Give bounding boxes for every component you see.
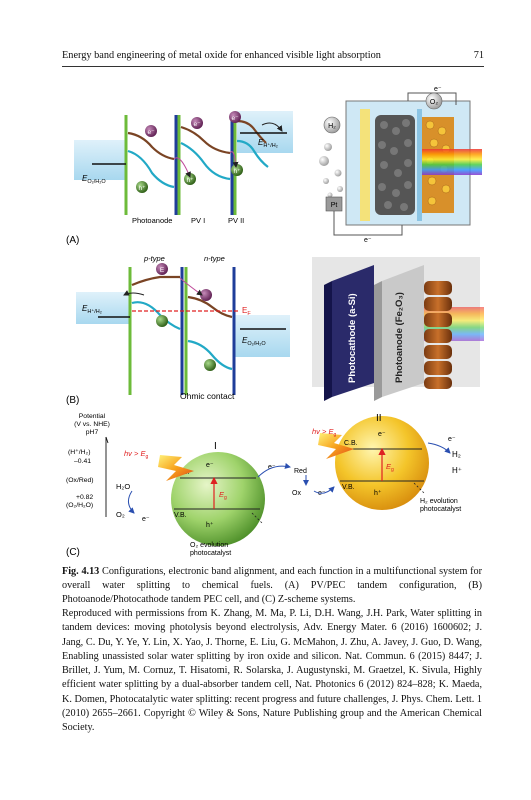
- svg-text:+0.82: +0.82: [76, 494, 93, 501]
- panel-b-label: (B): [66, 395, 79, 406]
- svg-text:Ox: Ox: [292, 490, 301, 497]
- panel-a-pv2-label: PV II: [228, 216, 244, 225]
- svg-text:h⁺: h⁺: [233, 168, 240, 175]
- svg-text:V.B.: V.B.: [174, 512, 187, 519]
- svg-text:e⁻: e⁻: [231, 115, 238, 122]
- panel-b-ef-label: EF: [242, 306, 251, 317]
- svg-text:e⁻: e⁻: [193, 121, 200, 128]
- svg-text:–0.41: –0.41: [74, 458, 91, 465]
- panel-c-roman-2: II: [376, 413, 382, 424]
- panel-a-o2-label: O₂: [430, 99, 438, 106]
- svg-text:h⁺: h⁺: [138, 185, 145, 192]
- panel-b-hole: [204, 359, 216, 371]
- svg-text:H⁺: H⁺: [452, 466, 462, 475]
- panel-b-ptype-label: p-type: [143, 254, 165, 263]
- svg-text:e⁻: e⁻: [206, 462, 214, 469]
- panel-c-potential-label: Potential: [79, 413, 106, 420]
- panel-c-z-scheme: Potential (V vs. NHE) pH7 (H⁺/H₂) –0.41 …: [66, 413, 462, 558]
- panel-c-o2-photocatalyst: [171, 452, 265, 546]
- svg-text:e⁻: e⁻: [448, 436, 456, 443]
- svg-text:O₂: O₂: [116, 510, 125, 519]
- svg-text:C.B.: C.B.: [344, 440, 358, 447]
- svg-text:hv > Eg: hv > Eg: [124, 449, 148, 460]
- panel-b-photoanode-label: Photoanode (Fe₂O₃): [394, 292, 405, 383]
- svg-text:O₂ evolution: O₂ evolution: [190, 542, 228, 549]
- svg-text:(O₂/H₂O): (O₂/H₂O): [66, 502, 93, 509]
- svg-text:H₂: H₂: [452, 450, 461, 459]
- panel-b-ohmic-label: Ohmic contact: [180, 391, 235, 401]
- panel-a-h2-label: H₂: [328, 123, 336, 130]
- panel-b-band-diagram: p-type n-type EF EH⁺/H₂ EO₂/H₂O E Ohmic …: [66, 254, 290, 406]
- svg-text:e⁻: e⁻: [378, 431, 386, 438]
- svg-text:hv > Eg: hv > Eg: [312, 427, 336, 438]
- svg-text:e⁻: e⁻: [147, 129, 154, 136]
- figure-credit: Reproduced with permissions from K. Zhan…: [62, 608, 482, 734]
- figure-caption-label: Fig. 4.13: [62, 566, 100, 577]
- panel-a-wire-electron: e⁻: [364, 237, 372, 244]
- panel-a-device: e⁻ e⁻ H₂ O₂ Pt: [319, 86, 482, 244]
- panel-b-ntype-label: n-type: [204, 254, 225, 263]
- figure-caption-text: Configurations, electronic band alignmen…: [62, 566, 483, 605]
- svg-text:(V vs. NHE): (V vs. NHE): [74, 421, 110, 428]
- svg-text:e⁻: e⁻: [142, 516, 150, 523]
- svg-text:h⁺: h⁺: [374, 489, 382, 497]
- panel-a-pt-label: Pt: [331, 202, 338, 209]
- svg-text:photocatalyst: photocatalyst: [190, 550, 231, 557]
- panel-a-o2h2o-label: EO₂/H₂O: [82, 174, 106, 185]
- svg-text:(Ox/Red): (Ox/Red): [66, 477, 94, 484]
- panel-b-electron: E: [156, 263, 168, 275]
- panel-a-hole: h⁺: [184, 173, 196, 185]
- panel-a-hole: h⁺: [136, 181, 148, 193]
- figure-graphic: EO₂/H₂O EH⁺/H₂ e⁻ e⁻ e⁻ h⁺ h⁺ h⁺: [66, 86, 484, 558]
- panel-a-label: (A): [66, 235, 79, 246]
- panel-a-photoanode-label: Photoanode: [132, 216, 172, 225]
- panel-a-light-beam: [422, 149, 482, 175]
- panel-b-electron: [200, 289, 212, 301]
- svg-text:Eg: Eg: [386, 462, 394, 473]
- panel-b-photocathode: [332, 265, 374, 397]
- svg-text:h⁺: h⁺: [206, 521, 214, 529]
- panel-a-pv1-label: PV I: [191, 216, 205, 225]
- panel-a-electron: e⁻: [191, 117, 203, 129]
- svg-text:V.B.: V.B.: [342, 484, 355, 491]
- svg-text:photocatalyst: photocatalyst: [420, 506, 461, 513]
- panel-c-light-bolt: [158, 455, 194, 481]
- svg-text:E: E: [160, 267, 165, 274]
- panel-c-label: (C): [66, 547, 80, 558]
- svg-text:H₂O: H₂O: [116, 482, 130, 491]
- panel-b-device: Photocathode (a-Si) Photoanode (Fe₂O₃): [312, 257, 484, 401]
- panel-b-photocathode-label: Photocathode (a-Si): [347, 293, 358, 383]
- panel-b-hh2-label: EH⁺/H₂: [82, 304, 102, 315]
- panel-a-hh2-label: EH⁺/H₂: [258, 138, 278, 149]
- panel-b-fe2o3-rods: [424, 281, 452, 389]
- panel-a-wire-electron: e⁻: [434, 86, 442, 93]
- svg-text:pH7: pH7: [86, 429, 99, 436]
- panel-a-electron: e⁻: [229, 111, 241, 123]
- svg-text:Eg: Eg: [219, 490, 227, 501]
- panel-b-photoanode: [382, 265, 424, 397]
- panel-a-hole: h⁺: [231, 164, 243, 176]
- svg-text:h⁺: h⁺: [186, 177, 193, 184]
- panel-a-electrolyte-left: [74, 140, 126, 180]
- figure-4-13: EO₂/H₂O EH⁺/H₂ e⁻ e⁻ e⁻ h⁺ h⁺ h⁺: [62, 85, 484, 562]
- svg-text:Red: Red: [294, 468, 307, 475]
- panel-b-hole: [156, 315, 168, 327]
- header-rule: [62, 66, 484, 67]
- panel-b-o2h2o-label: EO₂/H₂O: [242, 336, 266, 347]
- running-header: Energy band engineering of metal oxide f…: [62, 50, 484, 66]
- svg-text:(H⁺/H₂): (H⁺/H₂): [68, 449, 90, 456]
- running-title: Energy band engineering of metal oxide f…: [62, 50, 381, 61]
- svg-text:H₂ evolution: H₂ evolution: [420, 498, 458, 505]
- figure-caption: Fig. 4.13 Configurations, electronic ban…: [62, 565, 482, 607]
- panel-a-electron: e⁻: [145, 125, 157, 137]
- panel-c-roman-1: I: [214, 441, 217, 452]
- panel-a-pt-electrode: [325, 196, 343, 212]
- panel-a-band-diagram: EO₂/H₂O EH⁺/H₂ e⁻ e⁻ e⁻ h⁺ h⁺ h⁺: [66, 111, 293, 246]
- panel-a-electrolyte-right: [237, 111, 293, 153]
- page-number: 71: [473, 50, 484, 61]
